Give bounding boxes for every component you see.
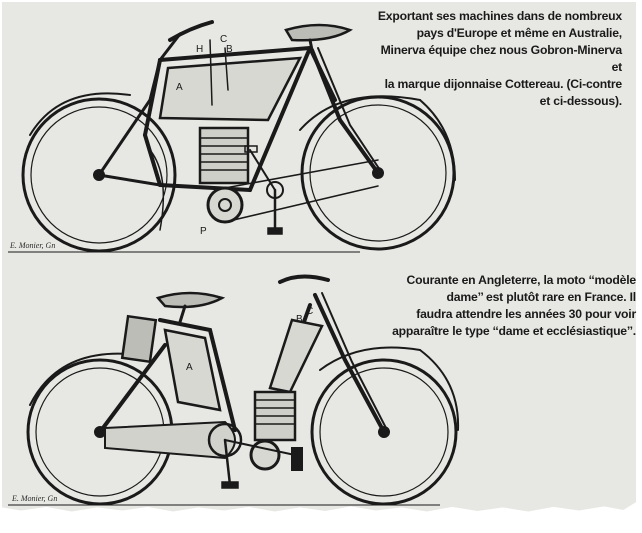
artist-signature-bottom: E. Monier, Gn — [12, 494, 58, 503]
top-saddle — [284, 23, 353, 42]
artist-signature-top: E. Monier, Gn — [10, 241, 56, 250]
top-front-fork — [310, 48, 380, 175]
caption-bottom-line: faudra attendre les années 30 pour voir — [416, 307, 636, 321]
bottom-battery-box — [120, 314, 158, 364]
bottom-fuel-tank — [163, 328, 222, 412]
top-engine — [198, 126, 250, 224]
caption-top-line: Exportant ses machines dans de nombreux — [377, 9, 622, 23]
top-label-h: H — [196, 44, 203, 55]
top-drive-belt — [224, 159, 379, 223]
bottom-label-b: B — [296, 314, 303, 325]
top-label-c: C — [220, 34, 227, 45]
bottom-engine — [249, 390, 297, 471]
bottom-front-fork — [313, 293, 386, 434]
top-fuel-tank — [158, 56, 303, 122]
top-label-p: P — [200, 226, 207, 237]
caption-top-line: et ci-dessous). — [539, 94, 623, 108]
top-label-a: A — [176, 82, 183, 93]
caption-bottom: Courante en Angleterre, la moto ‘‘modèle… — [372, 272, 636, 340]
top-label-b: B — [226, 44, 233, 55]
caption-bottom-line: Courante en Angleterre, la moto ‘‘modèle — [406, 273, 637, 287]
caption-top-line: Minerva équipe chez nous Gobron-Minerva … — [380, 43, 623, 74]
bottom-label-c: C — [306, 306, 313, 317]
caption-bottom-line: apparaître le type ‘‘dame et ecclésiasti… — [392, 324, 636, 338]
motorcycle-ladies-model-drawing — [26, 274, 460, 506]
bottom-handlebar — [278, 274, 330, 284]
caption-top-line: pays d'Europe et même en Australie, — [416, 26, 623, 40]
caption-top-line: la marque dijonnaise Cottereau. (Ci-cont… — [384, 77, 623, 91]
caption-top: Exportant ses machines dans de nombreux … — [370, 8, 622, 110]
top-handlebar — [168, 20, 214, 42]
paper-scan — [2, 2, 636, 512]
top-rear-wheel — [21, 92, 177, 253]
caption-bottom-line: dame’’ est plutôt rare en France. Il — [446, 290, 637, 304]
motorcycle-diamond-frame-drawing — [21, 20, 456, 253]
bottom-saddle — [155, 291, 226, 309]
bottom-label-a: A — [186, 362, 193, 373]
bottom-front-wheel — [310, 346, 460, 506]
